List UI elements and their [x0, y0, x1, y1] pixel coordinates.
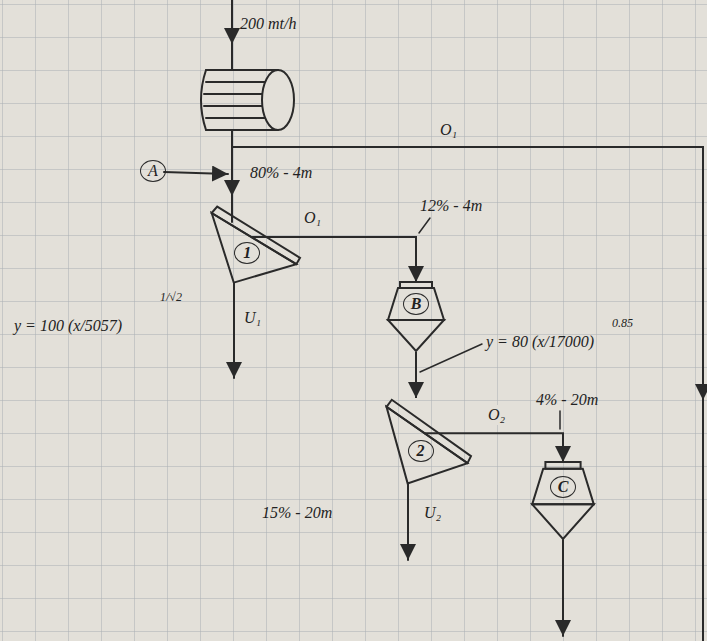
- cell-cone: [532, 504, 594, 539]
- unit-number: C: [550, 476, 576, 498]
- mill-rod: [206, 81, 268, 83]
- callout-letter: A: [140, 160, 166, 182]
- unit-number: 1: [234, 242, 260, 264]
- stream-note: 0.85: [612, 316, 633, 330]
- stream-note: y = 80 (x/17000): [486, 332, 594, 352]
- cyclone-body: [212, 213, 297, 283]
- leader-line: [419, 218, 430, 233]
- bypass-line: [232, 147, 703, 400]
- product-line: [562, 540, 564, 636]
- underflow-line: [407, 483, 409, 560]
- cell-body: [532, 469, 594, 505]
- stream-note: U₂: [424, 503, 441, 523]
- flotation-cell: C: [530, 462, 596, 540]
- stream-note: 80% - 4m: [250, 163, 312, 183]
- overflow-pipe: [424, 432, 471, 434]
- mill-discharge: [231, 130, 233, 196]
- mill-shell: [206, 129, 278, 131]
- cell-body: [388, 288, 444, 320]
- flotation-cell: B: [386, 282, 446, 352]
- stream-note: 1/√2: [160, 290, 182, 304]
- stream-note: y = 100 (x/5057): [14, 316, 122, 336]
- pointer-arrow: [164, 172, 228, 174]
- feed-line: [231, 44, 233, 70]
- shape-outline: [208, 205, 300, 285]
- mill-shell: [206, 69, 278, 71]
- mill-rod: [206, 117, 268, 119]
- cell-cone: [388, 320, 444, 351]
- stream-note: U₁: [244, 308, 261, 328]
- mill-end: [262, 70, 294, 130]
- unit-number: 2: [408, 440, 434, 462]
- flow-line: [300, 237, 416, 282]
- unit-number: B: [403, 293, 429, 315]
- shape-outline: [530, 462, 596, 540]
- leader-line: [420, 344, 482, 372]
- stream-note: O₁: [440, 120, 457, 140]
- hydrocyclone: 1: [208, 205, 300, 285]
- bypass-line: [702, 400, 704, 641]
- mill-shell: [201, 70, 206, 130]
- mill-rod: [204, 105, 266, 107]
- underflow-line: [233, 283, 235, 378]
- mill-rod: [204, 93, 266, 95]
- stream-name: O₁: [302, 208, 323, 228]
- cyclone-body: [387, 407, 468, 484]
- stream-note: 200 mt/h: [240, 14, 296, 34]
- overflow-pipe: [251, 236, 300, 238]
- stream-note: 15% - 20m: [262, 503, 332, 523]
- shape-outline: [383, 398, 471, 486]
- hydrocyclone: 2: [383, 398, 471, 486]
- flow-line: [415, 352, 417, 398]
- feed-line: [231, 0, 233, 44]
- stream-note: 12% - 4m: [420, 196, 482, 216]
- stream-name: O₂: [486, 405, 507, 425]
- cell-lid: [545, 462, 580, 469]
- mill-discharge: [231, 196, 233, 222]
- flow-line: [471, 433, 563, 462]
- stream-note: 4% - 20m: [536, 390, 598, 410]
- leader-line: [559, 411, 561, 429]
